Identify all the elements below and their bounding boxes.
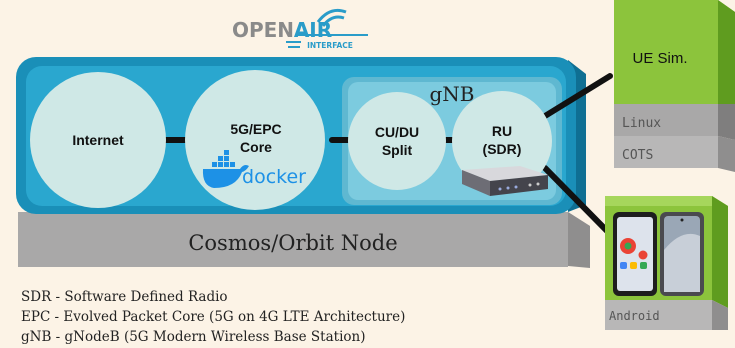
ru-android-link <box>542 165 615 239</box>
ue-layer-linux: Linux <box>622 116 661 131</box>
ue-sim-label: UE Sim. <box>632 50 687 67</box>
connectors <box>162 73 615 239</box>
platform-label: Cosmos/Orbit Node <box>188 231 397 255</box>
gnb-title: gNB <box>430 82 475 106</box>
cudu-label-line2: Split <box>382 142 413 158</box>
docker-label: docker <box>242 166 306 188</box>
internet-node <box>30 72 166 208</box>
logo-word-air: AIR <box>294 18 332 42</box>
legend-item: EPC - Evolved Packet Core (5G on 4G LTE … <box>21 309 406 325</box>
logo-word-open: OPEN <box>232 18 294 42</box>
logo-tagline: INTERFACE <box>307 41 353 50</box>
core-label-line2: Core <box>240 139 272 155</box>
ru-node <box>452 91 552 191</box>
core-label-line1: 5G/EPC <box>230 121 281 137</box>
openair-logo <box>286 8 368 48</box>
galaxy-phone-icon <box>660 212 704 296</box>
internet-label: Internet <box>72 132 124 148</box>
pixel-phone-icon <box>613 212 657 296</box>
android-label: Android <box>609 309 660 323</box>
ru-ue-link <box>542 73 613 119</box>
docker-whale-icon <box>202 150 249 188</box>
abbreviation-legend: SDR - Software Defined Radio EPC - Evolv… <box>21 287 405 347</box>
legend-item: gNB - gNodeB (5G Modern Wireless Base St… <box>21 329 366 345</box>
cudu-node <box>348 92 446 190</box>
legend-item: SDR - Software Defined Radio <box>21 289 228 305</box>
ue-sim-stack <box>614 0 735 172</box>
platform-slab <box>18 212 590 268</box>
cudu-label-line1: CU/DU <box>375 124 419 140</box>
ru-label-line2: (SDR) <box>483 141 522 157</box>
ue-layer-cots: COTS <box>622 148 653 163</box>
sdr-device-icon <box>462 166 548 196</box>
ru-label-line1: RU <box>492 123 512 139</box>
